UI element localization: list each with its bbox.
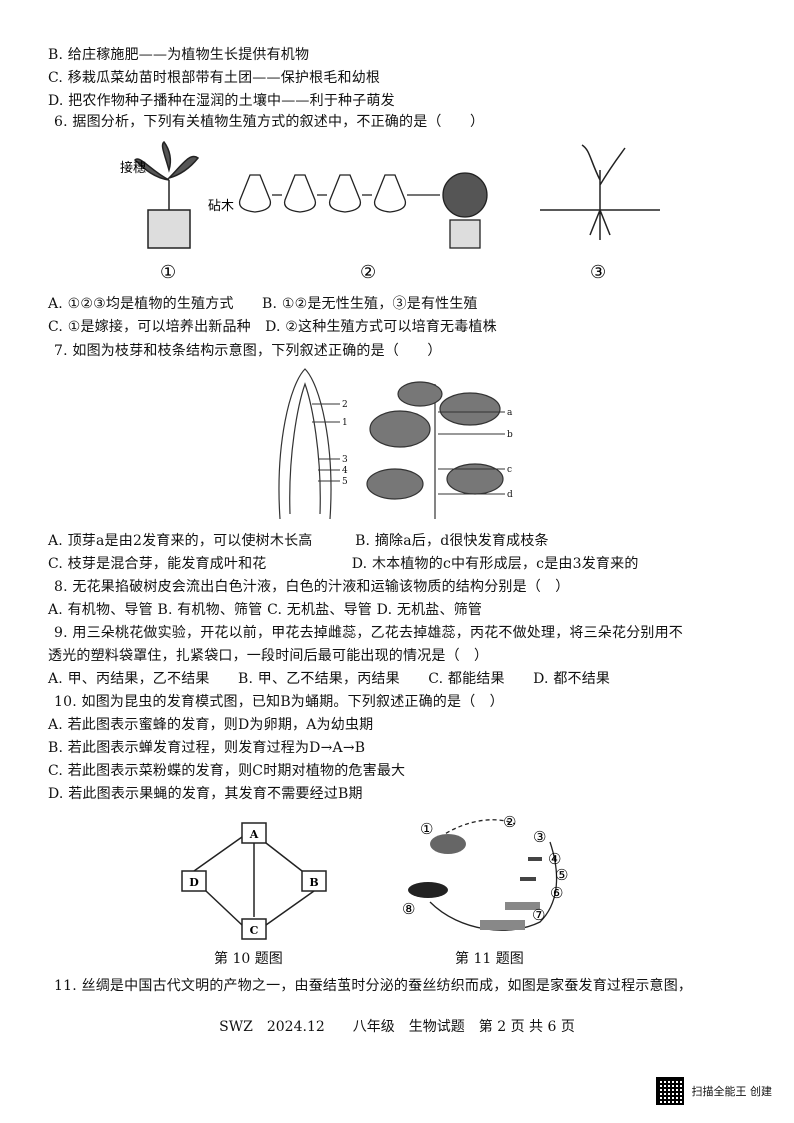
bud-label-1: 1: [342, 418, 348, 428]
bud-label-3: 3: [342, 455, 348, 465]
fig11-n4: ④: [548, 850, 561, 868]
page-footer: SWZ 2024.12 八年级 生物试题 第 2 页 共 6 页: [219, 1019, 575, 1035]
fig11-numbers: ① ② ③ ④ ⑤ ⑥ ⑦ ⑧: [402, 813, 568, 924]
label-jiesui: 接穗: [120, 160, 146, 176]
q9-options: A. 甲、丙结果，乙不结果 B. 甲、乙不结果，丙结果 C. 都能结果 D. 都…: [48, 671, 611, 687]
fig11-caption: 第 11 题图: [455, 951, 524, 967]
fig6-number-3: ③: [590, 262, 606, 280]
q11-stem: 11. 丝绸是中国古代文明的产物之一，由蚕结茧时分泌的蚕丝纺织而成，如图是家蚕发…: [54, 978, 693, 994]
q9-stem-2: 透光的塑料袋罩住，扎紧袋口，一段时间后最可能出现的情况是（ ）: [48, 648, 489, 664]
q6-stem: 6. 据图分析，下列有关植物生殖方式的叙述中，不正确的是（ ）: [54, 114, 485, 130]
fig11-n3: ③: [533, 828, 546, 846]
q7-options-cd: C. 枝芽是混合芽，能发育成叶和花 D. 木本植物的c中有形成层，c是由3发育来…: [48, 556, 639, 572]
bud-label-2: 2: [342, 400, 348, 410]
fig11-n7: ⑦: [532, 906, 545, 924]
fig11-n8: ⑧: [402, 900, 415, 918]
q6-options-cd: C. ①是嫁接，可以培养出新品种 D. ②这种生殖方式可以培育无毒植株: [48, 319, 497, 335]
fig11-n5: ⑤: [555, 866, 568, 884]
q10-option-b: B. 若此图表示蝉发育过程，则发育过程为D→A→B: [48, 740, 366, 756]
grafted-plant-drawing: [133, 140, 200, 249]
brand-text: 扫描全能王 创建: [691, 1085, 773, 1098]
q8-stem: 8. 无花果掐破树皮会流出白色汁液，白色的汁液和运输该物质的结构分别是（ ）: [54, 579, 570, 595]
q10-option-a: A. 若此图表示蜜蜂的发育，则D为卵期，A为幼虫期: [48, 717, 374, 733]
bud-labels: 2 1 3 4 5: [312, 400, 348, 487]
q10-option-d: D. 若此图表示果蝇的发育，其发育不需要经过B期: [48, 786, 363, 802]
branch-label-c: c: [507, 465, 512, 475]
seedling-drawing: [540, 144, 660, 240]
q10-stem: 10. 如图为昆虫的发育模式图，已知B为蛹期。下列叙述正确的是（ ）: [54, 694, 504, 710]
branch-drawing: [366, 381, 504, 519]
qr-code-icon: [655, 1077, 684, 1105]
q6-options-ab: A. ①②③均是植物的生殖方式 B. ①②是无性生殖，③是有性生殖: [48, 296, 478, 312]
q7-options-ab: A. 顶芽a是由2发育来的，可以使树木长高 B. 摘除a后，d很快发育成枝条: [48, 533, 549, 549]
fig11-n2: ②: [503, 813, 516, 831]
fig11-n6: ⑥: [550, 884, 563, 902]
label-zhenmu: 砧木: [208, 199, 234, 214]
bud-label-4: 4: [342, 466, 348, 476]
bud-label-5: 5: [342, 477, 348, 487]
fig11-n1: ①: [420, 820, 433, 838]
q10-option-c: C. 若此图表示菜粉蝶的发育，则C时期对植物的危害最大: [48, 763, 406, 779]
tissue-culture-flasks: [238, 172, 488, 249]
branch-label-d: d: [507, 490, 513, 500]
scanner-brand: 扫描全能王 创建: [655, 1077, 773, 1105]
fig10-labels: A D B C: [189, 828, 318, 937]
q10-figure: A D B C: [181, 822, 327, 940]
moth-drawing: [430, 834, 466, 854]
bud-section-drawing: [278, 368, 332, 520]
stage-a: A: [249, 828, 259, 841]
fig6-number-1: ①: [160, 262, 176, 280]
q5-option-b: B. 给庄稼施肥——为植物生长提供有机物: [48, 47, 310, 63]
branch-label-a: a: [507, 408, 513, 418]
q11-figure: ① ② ③ ④ ⑤ ⑥ ⑦ ⑧: [402, 813, 568, 931]
stage-c: C: [250, 924, 259, 937]
q5-option-c: C. 移栽瓜菜幼苗时根部带有土团——保护根毛和幼根: [48, 70, 381, 86]
q5-option-d: D. 把农作物种子播种在湿润的土壤中——利于种子萌发: [48, 93, 395, 109]
q9-stem-1: 9. 用三朵桃花做实验，开花以前，甲花去掉雌蕊，乙花去掉雄蕊，丙花不做处理，将三…: [54, 625, 684, 641]
branch-label-b: b: [507, 430, 513, 440]
fig10-caption: 第 10 题图: [214, 951, 283, 967]
fig6-number-2: ②: [360, 262, 376, 280]
q8-options: A. 有机物、导管 B. 有机物、筛管 C. 无机盐、导管 D. 无机盐、筛管: [48, 602, 483, 618]
q7-figure: 2 1 3 4 5 a b c d: [278, 368, 513, 520]
branch-labels: a b c d: [438, 408, 513, 500]
cocoon-drawing: [408, 882, 448, 898]
q7-stem: 7. 如图为枝芽和枝条结构示意图，下列叙述正确的是（ ）: [54, 343, 442, 359]
stage-d: D: [189, 876, 199, 889]
stage-b: B: [309, 876, 318, 889]
q6-figure: 接穗 砧木 ① ② ③: [120, 140, 660, 280]
